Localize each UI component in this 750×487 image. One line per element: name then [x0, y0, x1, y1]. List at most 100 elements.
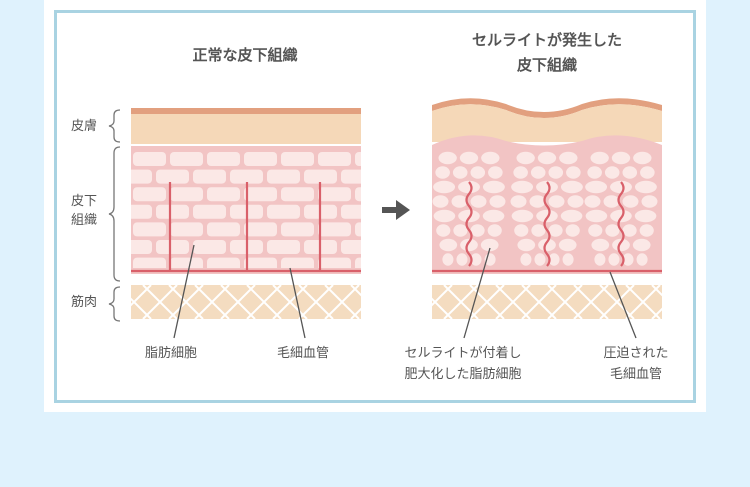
normal-skin-top [131, 108, 361, 114]
fat-cell [170, 257, 203, 268]
cellulite-capillaries [432, 181, 662, 273]
fat-cell [133, 257, 166, 268]
muscle-fiber [298, 285, 334, 319]
fat-cell [587, 166, 602, 179]
muscle-fiber [377, 285, 411, 319]
fat-cell [281, 152, 314, 166]
fat-cell [513, 166, 528, 179]
fat-cell [156, 204, 189, 219]
fat-cell [458, 180, 480, 194]
muscle-fiber [220, 285, 256, 319]
fat-cell [565, 224, 580, 237]
fat-cell [470, 224, 485, 237]
fat-cell [442, 253, 454, 266]
fat-cell [591, 238, 610, 252]
layer-label-subcutaneous-2: 組織 [71, 213, 97, 228]
label-compressed-2: 毛細血管 [610, 367, 662, 382]
layer-label-muscle: 筋肉 [71, 294, 97, 310]
right-arrow-icon [382, 200, 410, 220]
layer-braces [108, 109, 121, 322]
cellulite-muscle-pattern [392, 285, 662, 319]
fat-cell [435, 166, 450, 179]
muscle-fiber [432, 285, 453, 307]
fat-cell [355, 187, 361, 202]
fat-cell [548, 195, 565, 208]
fat-cell [562, 253, 574, 266]
fat-cell [470, 253, 482, 266]
muscle-fiber [324, 285, 360, 319]
muscle-fiber [377, 285, 411, 319]
fat-cell [460, 238, 478, 252]
fat-cell [355, 222, 361, 237]
fat-cell [632, 238, 651, 252]
fat-cell [548, 253, 560, 266]
fat-cell [318, 152, 351, 166]
fat-cell [193, 240, 226, 254]
muscle-fiber [443, 285, 479, 319]
muscle-fiber [495, 285, 531, 319]
fat-cell [536, 209, 558, 223]
normal-muscle [131, 285, 361, 319]
pointer-cellulite-cells [463, 247, 491, 339]
fat-cell [318, 222, 351, 237]
fat-cell [605, 224, 620, 237]
cellulite-tissue [392, 98, 662, 319]
fat-cell [611, 151, 631, 165]
fat-cell [641, 195, 658, 208]
fat-cell [170, 187, 203, 202]
fat-cell [341, 169, 361, 184]
fat-cell [622, 224, 637, 237]
fat-cell [603, 195, 620, 208]
fat-cell [610, 209, 632, 223]
fat-cell [612, 238, 630, 252]
tissue-diagram: 正常な皮下組織 セルライトが発生した 皮下組織 皮膚 皮下 組織 筋肉 [71, 31, 669, 382]
fat-cell [594, 253, 606, 266]
label-cellulite-cells-2: 肥大化した脂肪細胞 [404, 366, 521, 382]
fat-cell [267, 169, 300, 184]
fat-cell [341, 240, 361, 254]
fat-cell [481, 151, 500, 165]
fat-cell [622, 195, 639, 208]
pointer-compressed [609, 271, 637, 339]
fat-cell [517, 238, 536, 252]
fat-cell [281, 187, 314, 202]
fat-cell [482, 180, 505, 194]
fat-cell [267, 204, 300, 219]
fat-cell [534, 253, 546, 266]
fat-cell [244, 152, 277, 166]
fat-cell [530, 166, 546, 179]
muscle-fiber [651, 307, 662, 319]
fat-cell [585, 180, 608, 194]
muscle-fiber [469, 285, 505, 319]
brace-subcutaneous [108, 146, 121, 282]
muscle-fiber [131, 285, 152, 307]
fat-cell [432, 195, 449, 208]
fat-cell [558, 238, 577, 252]
muscle-fiber [350, 307, 361, 319]
label-cellulite-cells-1: セルライトが付着し [404, 345, 521, 361]
fat-cell [560, 180, 583, 194]
fat-cell [156, 169, 189, 184]
fat-cell [514, 224, 529, 237]
normal-skin [131, 114, 361, 144]
cellulite-title-line1: セルライトが発生した [472, 31, 622, 49]
fat-cell [622, 166, 638, 179]
fat-cell [559, 151, 578, 165]
fat-cell [516, 151, 535, 165]
fat-cell [207, 222, 240, 237]
normal-title: 正常な皮下組織 [192, 46, 297, 64]
muscle-fiber [350, 285, 361, 297]
fat-cell [585, 209, 608, 223]
capillary [543, 181, 551, 267]
fat-cell [170, 222, 203, 237]
fat-cell [341, 204, 361, 219]
fat-cell [470, 166, 486, 179]
fat-cell [453, 224, 468, 237]
muscle-fiber [392, 285, 426, 319]
fat-cell [537, 151, 557, 165]
fat-cell [604, 166, 620, 179]
fat-cell [510, 195, 527, 208]
fat-cell [529, 195, 546, 208]
muscle-fiber [246, 285, 282, 319]
fat-cell [318, 187, 351, 202]
